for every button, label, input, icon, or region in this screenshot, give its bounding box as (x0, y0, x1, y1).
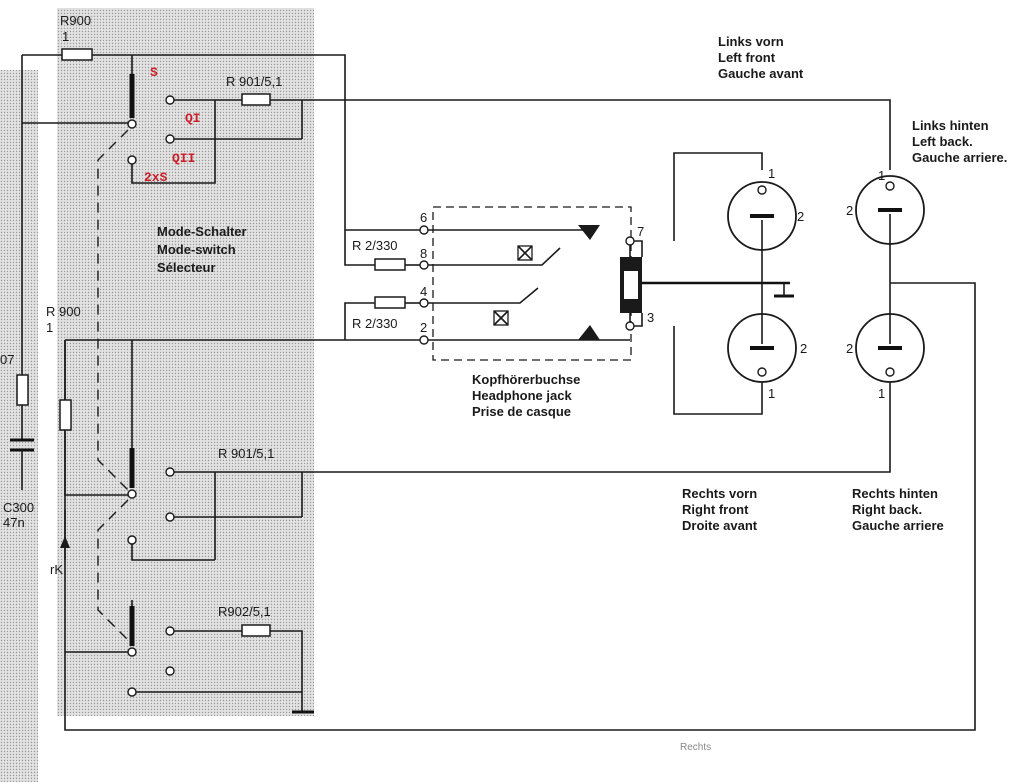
rb-pin-1: 1 (878, 386, 885, 401)
rk-arrow (60, 536, 70, 548)
partial-label-07: 07 (0, 352, 14, 367)
left-rc-branch (10, 325, 34, 490)
jack-caption-fr: Prise de casque (472, 404, 571, 419)
bottom-switch-section (65, 600, 314, 714)
right-front-caption-de: Rechts vorn (682, 486, 757, 501)
switch-label-s: S (150, 65, 158, 80)
left-back-caption-de: Links hinten (912, 118, 989, 133)
r901-mid-label: R 901/5,1 (218, 446, 274, 461)
middle-switch-section (59, 282, 976, 731)
mode-switch-label-en: Mode-switch (157, 242, 236, 257)
jack-caption-en: Headphone jack (472, 388, 572, 403)
mode-switch-label-de: Mode-Schalter (157, 224, 247, 239)
jack-pin-8: 8 (420, 246, 427, 261)
top-switch-section (21, 48, 891, 491)
speaker-right-front (727, 283, 797, 383)
speaker-right-back (855, 283, 925, 383)
jack-pin-6: 6 (420, 210, 427, 225)
jack-pin-4: 4 (420, 284, 427, 299)
r900-mid-value: 1 (46, 320, 53, 335)
right-back-caption-de: Rechts hinten (852, 486, 938, 501)
left-front-caption-en: Left front (718, 50, 776, 65)
c300-ref: C300 (3, 500, 34, 515)
right-back-caption-fr: Gauche arriere (852, 518, 944, 533)
jack-pin-3: 3 (647, 310, 654, 325)
speaker-left-front (727, 181, 797, 283)
left-back-caption-fr: Gauche arriere. (912, 150, 1007, 165)
resistor-r902 (241, 624, 271, 637)
rk-label: rK (50, 562, 63, 577)
lf-pin-1: 1 (768, 166, 775, 181)
lb-pin-2: 2 (846, 203, 853, 218)
rb-pin-2: 2 (846, 341, 853, 356)
jack-pin-7: 7 (637, 224, 644, 239)
resistor-r901-top (241, 93, 271, 106)
r2-top-label: R 2/330 (352, 238, 398, 253)
shaded-panel-switch (57, 8, 314, 716)
right-back-caption-en: Right back. (852, 502, 922, 517)
switch-label-qii: QII (172, 151, 195, 166)
r900-top-ref: R900 (60, 13, 91, 28)
rf-pin-1: 1 (768, 386, 775, 401)
mode-switch-label-fr: Sélecteur (157, 260, 216, 275)
rf-pin-2: 2 (800, 341, 807, 356)
switch-label-2xs: 2xS (144, 170, 168, 185)
jack-pin-2: 2 (420, 320, 427, 335)
left-front-caption-de: Links vorn (718, 34, 784, 49)
left-back-caption-en: Left back. (912, 134, 973, 149)
c300-value: 47n (3, 515, 25, 530)
left-front-caption-fr: Gauche avant (718, 66, 804, 81)
headphone-jack (344, 152, 794, 415)
r2-bottom-label: R 2/330 (352, 316, 398, 331)
switch-label-qi: QI (185, 111, 201, 126)
speaker-left-back (855, 175, 925, 283)
right-front-caption-fr: Droite avant (682, 518, 758, 533)
shaded-panel-left (0, 70, 38, 782)
r900-top-value: 1 (62, 29, 69, 44)
lb-pin-1: 1 (878, 168, 885, 183)
r900-mid-ref: R 900 (46, 304, 81, 319)
r901-top-label: R 901/5,1 (226, 74, 282, 89)
footer-scrap-label: Rechts (680, 742, 711, 753)
resistor-r900-mid (59, 399, 72, 431)
right-front-caption-en: Right front (682, 502, 749, 517)
resistor-r900-top (61, 48, 93, 61)
lf-pin-2: 2 (797, 209, 804, 224)
jack-caption-de: Kopfhörerbuchse (472, 372, 580, 387)
r902-label: R902/5,1 (218, 604, 271, 619)
